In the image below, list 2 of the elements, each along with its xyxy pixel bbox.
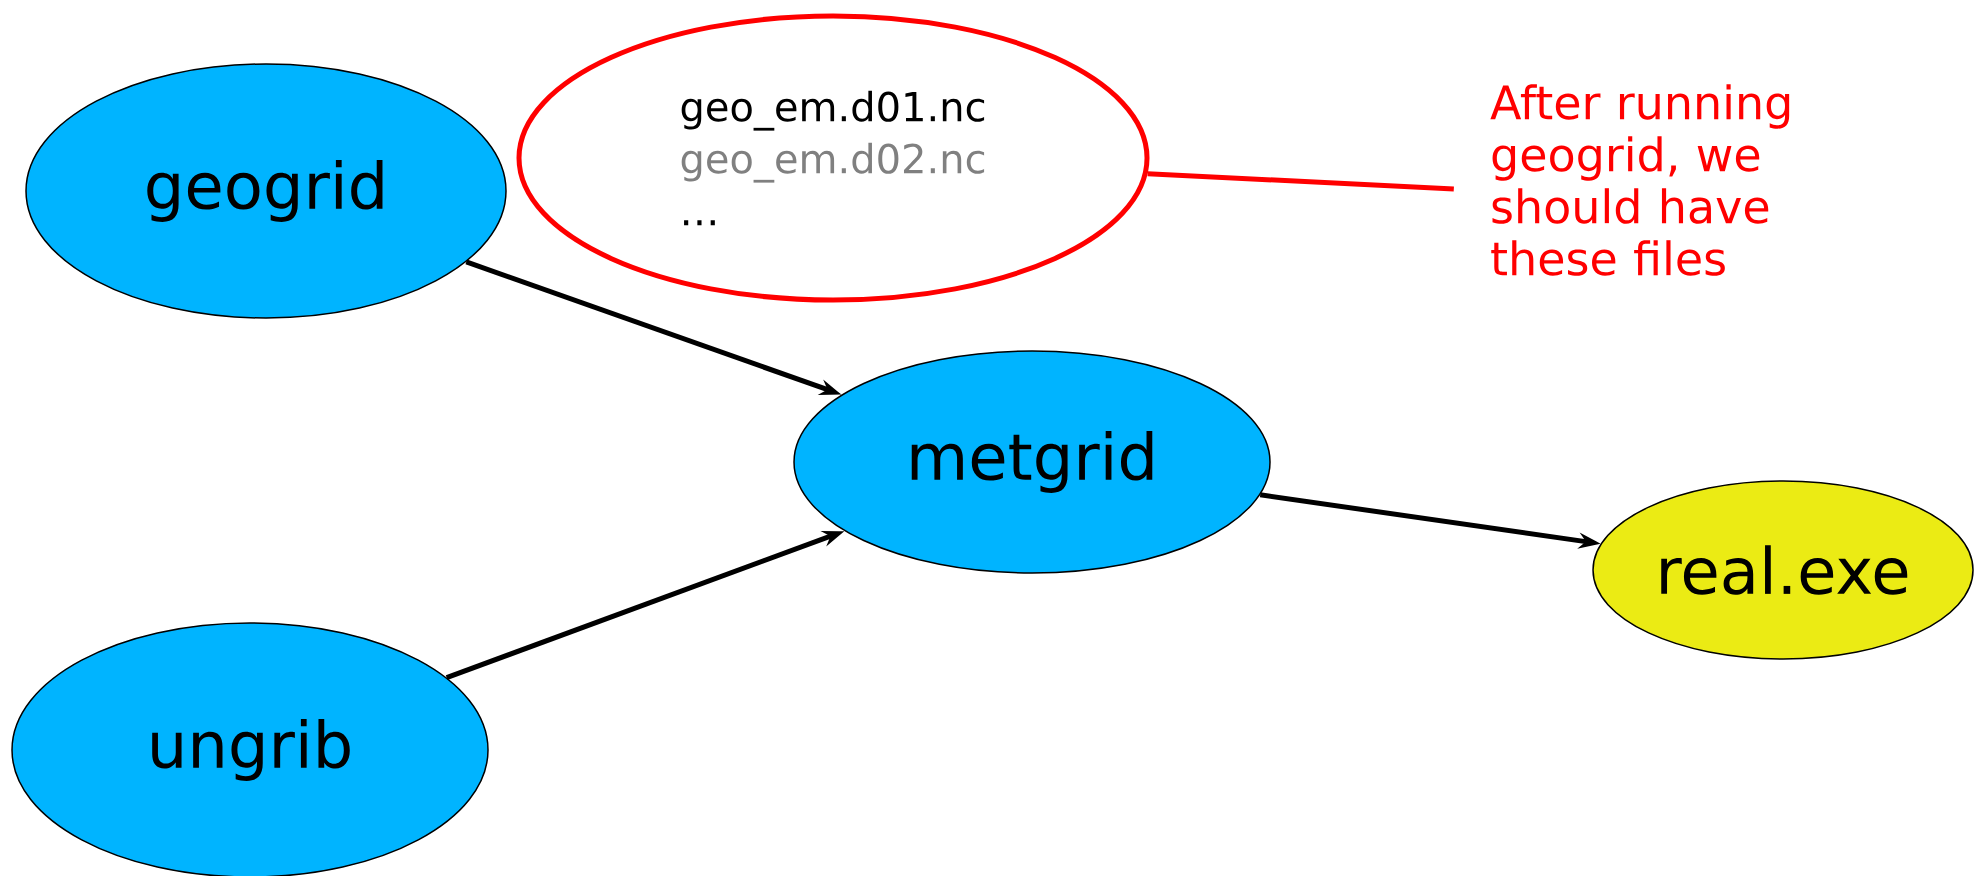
leader-line	[1147, 171, 1454, 192]
note-text: After running geogrid, we should have these files	[1490, 84, 1790, 276]
